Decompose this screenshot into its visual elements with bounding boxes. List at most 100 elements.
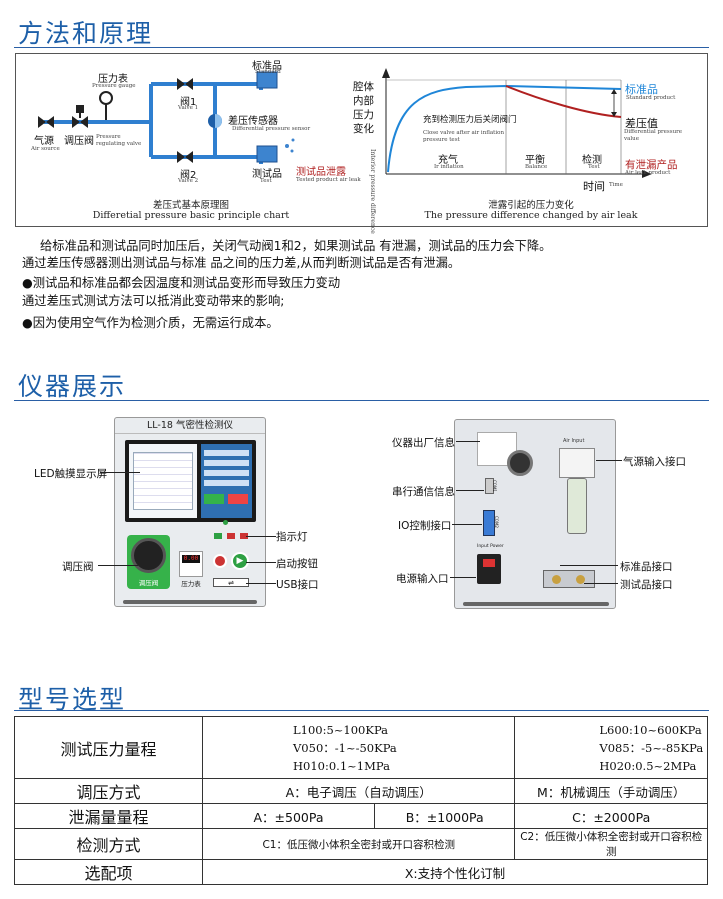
usb-port[interactable]: ⇌	[213, 578, 249, 587]
valve2-sub: Valve 2	[178, 178, 199, 184]
label-usb: USB接口	[276, 579, 319, 591]
regulator-knob[interactable]	[131, 538, 166, 573]
leak-curve	[505, 85, 622, 118]
sensor-label: 差压传感器	[228, 116, 278, 127]
com1-label: COM1	[492, 480, 497, 492]
table-row: 测试压力量程 L100:5~100KPa V050：-1~-50KPa H010…	[14, 716, 708, 779]
test-icon	[256, 145, 278, 163]
table-cell: A：±500Pa	[202, 803, 375, 829]
table-cell: C2：低压微小体积全密封或开口容积检测	[514, 828, 708, 860]
regulator-knob-panel[interactable]: 调压阀	[127, 535, 170, 589]
leak-label: 测试品泄露	[296, 167, 346, 178]
gauge-label: 压力表	[98, 74, 128, 85]
section-title-principle: 方法和原理	[18, 19, 154, 48]
test-label: 测试品	[252, 169, 282, 180]
com2-label: COM2	[494, 516, 499, 528]
label-factory-info: 仪器出厂信息	[392, 437, 455, 449]
device-model: LL-18	[147, 420, 173, 431]
regulator-label: 调压阀	[64, 136, 94, 147]
start-button[interactable]: ▶	[231, 552, 249, 570]
indicator-light	[223, 520, 228, 525]
led-touch-screen[interactable]	[125, 440, 256, 522]
chart-note: 充到检测压力后关闭阀门	[423, 115, 517, 125]
table-cell: A：电子调压（自动调压）	[201, 778, 516, 804]
table-cell: B：±1000Pa	[373, 803, 516, 829]
standard-sub: Standard	[255, 69, 281, 75]
principle-diagram	[38, 71, 295, 164]
table-row: 检测方式 C1：低压微小体积全密封或开口容积检测 C2：低压微小体积全密封或开口…	[14, 828, 708, 860]
pressure-chart	[382, 68, 652, 178]
legend-diff-sub: Differential pressure value	[624, 129, 682, 142]
row-header: 调压方式	[14, 778, 203, 804]
regulator-icon	[72, 116, 80, 128]
leak-sub: Tested product air leak	[296, 177, 361, 183]
io-port[interactable]	[483, 510, 495, 536]
legend-leak: 有泄漏产品	[625, 159, 678, 171]
test-port[interactable]	[576, 575, 585, 584]
device-front: LL-18 气密性检测仪 调压阀 0.00 压力表 ▶ ⇌	[114, 417, 266, 607]
chart-xlabel: 时间	[583, 180, 605, 193]
section-title-model: 型号选型	[18, 685, 127, 714]
paragraph-3: ●测试品和标准品都会因温度和测试品变形而导致压力变动	[22, 276, 341, 290]
diagram-caption-cn: 差压式基本原理图	[152, 200, 229, 211]
indicator-light	[214, 533, 222, 539]
source-label: 气源	[34, 136, 54, 147]
paragraph-1: 给标准品和测试品同时加压后，关闭气动阀1和2，如果测试品 有泄漏，测试品的压力会…	[40, 239, 552, 253]
phase-inflation-sub: Ir inflation	[434, 164, 464, 170]
power-text: Input Power	[477, 544, 504, 549]
phase-balance: 平衡	[525, 155, 545, 166]
chart-note-en: Close valve after air inflation pressure…	[423, 130, 505, 143]
source-sub: Air source	[31, 146, 60, 152]
sensor-sub: Differential pressure sensor	[232, 126, 311, 132]
table-cell: M：机械调压（手动调压）	[514, 778, 708, 804]
label-start-button: 启动按钮	[276, 558, 318, 570]
range-l100: L100:5~100KPa	[293, 722, 389, 737]
air-source-icon	[38, 116, 46, 128]
table-row: 选配项 X:支持个性化订制	[14, 859, 708, 885]
gauge-label: 压力表	[181, 580, 201, 588]
label-power: 电源输入口	[396, 573, 449, 585]
gauge-icon	[99, 91, 113, 105]
valve1-label: 阀1	[180, 97, 197, 108]
range-l600: L600:10~600KPa	[599, 722, 702, 737]
device-back: COM1 COM2 Input Power Air Input	[454, 419, 616, 609]
valve2-label: 阀2	[180, 170, 197, 181]
label-test-port: 测试品接口	[620, 579, 673, 591]
standard-icon	[256, 71, 278, 89]
principle-frame: 气源 Air source 调压阀 Pressure regulating va…	[15, 53, 708, 234]
serial-port[interactable]	[485, 478, 494, 494]
label-indicator: 指示灯	[276, 531, 308, 543]
standard-port[interactable]	[552, 575, 561, 584]
section-divider	[14, 47, 709, 48]
table-cell: L100:5~100KPa V050：-1~-50KPa H010:0.1~1M…	[201, 716, 516, 779]
label-led-screen: LED触摸显示屏	[34, 468, 108, 480]
table-cell: L600:10~600KPa V085：-5~-85KPa H020:0.5~2…	[514, 716, 708, 779]
label-standard-port: 标准品接口	[620, 561, 673, 573]
row-header: 泄漏量量程	[14, 803, 203, 829]
fan-icon	[507, 450, 533, 476]
chart-caption-en: The pressure difference changed by air l…	[424, 210, 638, 221]
valve-icon	[177, 78, 185, 90]
table-row: 泄漏量量程 A：±500Pa B：±1000Pa C：±2000Pa	[14, 803, 708, 829]
label-regulator: 调压阀	[62, 561, 94, 573]
legend-standard: 标准品	[625, 83, 658, 96]
range-v085: V085：-5~-85KPa	[599, 740, 704, 755]
legend-leak-sub: Air leak product	[625, 170, 671, 176]
paragraph-4: 通过差压式测试方法可以抵消此变动带来的影响;	[22, 294, 285, 308]
air-input-connector[interactable]	[559, 448, 595, 478]
range-v050: V050：-1~-50KPa	[293, 740, 397, 755]
air-filter	[567, 478, 587, 534]
power-socket[interactable]	[477, 554, 501, 584]
gauge-sub: Pressure gauge	[92, 83, 136, 89]
chart-caption-cn: 泄露引起的压力变化	[488, 200, 574, 211]
indicator-light	[227, 533, 235, 539]
legend-standard-sub: Standard product	[626, 95, 676, 101]
range-h010: H010:0.1~1MPa	[293, 758, 390, 773]
stop-button[interactable]	[213, 554, 227, 568]
paragraph-5: ●因为使用空气作为检测介质，无需运行成本。	[22, 316, 279, 330]
model-table: 测试压力量程 L100:5~100KPa V050：-1~-50KPa H010…	[14, 716, 708, 885]
valve1-sub: Valve 1	[178, 105, 199, 111]
device-title-bar: LL-18 气密性检测仪	[115, 418, 265, 434]
chart-xlabel-sub: Time	[609, 182, 623, 188]
row-header: 测试压力量程	[14, 716, 203, 779]
